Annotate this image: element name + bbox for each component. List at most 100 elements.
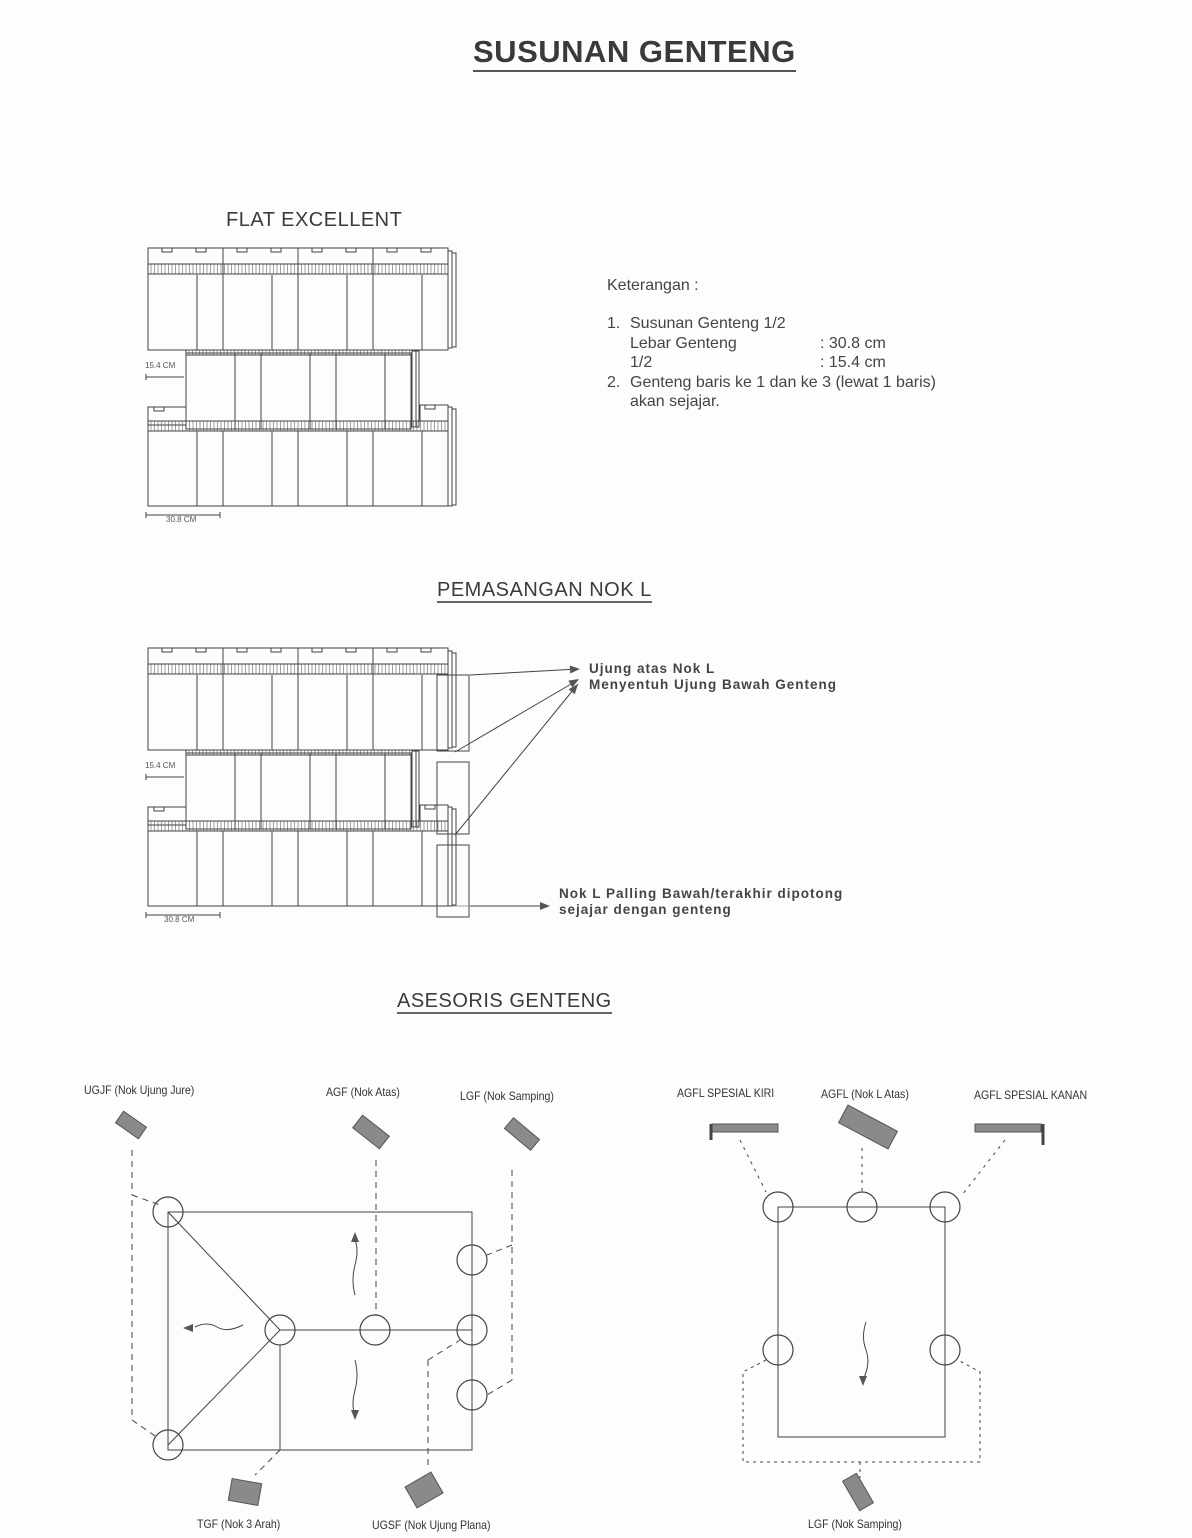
tile-notch [270, 647, 282, 653]
joint-circle [929, 1334, 961, 1366]
label-agfl-kanan: AGFL SPESIAL KANAN [974, 1088, 1088, 1102]
asesoris-heading: ASESORIS GENTENG [397, 990, 612, 1014]
tile-edge [447, 806, 453, 907]
tile-notch [424, 804, 436, 810]
tile-notch [311, 647, 323, 653]
label-agfl-atas: AGFL (Nok L Atas) [821, 1087, 909, 1101]
note-bottom-line1: Nok L Palling Bawah/terakhir dipotong [559, 886, 844, 901]
item-text: akan sejajar. [630, 393, 720, 410]
note-top: Ujung atas Nok L Menyentuh Ujung Bawah G… [589, 661, 837, 693]
arrow-head-icon [183, 1324, 193, 1332]
dashed-link [739, 1139, 767, 1193]
keterangan-heading: Keterangan : [607, 277, 699, 294]
tile [185, 352, 262, 430]
label-agf: AGF (Nok Atas) [326, 1085, 400, 1099]
tile [260, 752, 337, 830]
label-lgf-left: LGF (Nok Samping) [460, 1089, 554, 1103]
tile-notch [236, 247, 248, 253]
tile [372, 430, 449, 507]
tile [147, 830, 224, 907]
pointer-line [454, 683, 579, 836]
tile-edge [451, 652, 457, 748]
tile-edge [447, 250, 453, 349]
tile-edge [447, 406, 453, 507]
tile [222, 247, 299, 351]
joint-circle [359, 1314, 391, 1346]
arrow-head-icon [351, 1232, 359, 1242]
keterangan-item: Lebar Genteng : 30.8 cm [607, 334, 886, 354]
note-bottom-line2: sejajar dengan genteng [559, 902, 732, 917]
tile [147, 647, 224, 751]
tile-edge [415, 750, 420, 828]
roof-plan-left [167, 1211, 473, 1451]
dashed-link [254, 1449, 281, 1476]
nok-l-segment [436, 674, 470, 752]
keterangan-block: Keterangan : 1. Susunan Genteng 1/2 Lebar… [607, 276, 936, 412]
keterangan-item: 2.Genteng baris ke 1 dan ke 3 (lewat 1 b… [607, 373, 936, 393]
tile-edge [415, 350, 420, 428]
flow-arrow-down-right [862, 1321, 869, 1381]
tile-notch [153, 406, 165, 412]
item-text: 1/2 [630, 354, 653, 371]
dim-half-label: 15.4 CM [145, 761, 176, 770]
arrow-head-icon [569, 665, 580, 674]
tile-notch [195, 247, 207, 253]
pointer-line [469, 668, 579, 676]
flat-excellent-heading: FLAT EXCELLENT [226, 209, 403, 231]
agfl-atas-icon [837, 1104, 899, 1150]
tile-notch [161, 647, 173, 653]
arrow-head-icon [568, 679, 579, 688]
arrow-head-icon [540, 902, 550, 910]
tile [260, 352, 337, 430]
dashed-link [486, 1244, 513, 1256]
item-text: Lebar Genteng [630, 334, 737, 352]
tile-notch [311, 247, 323, 253]
lgf-right-tile-icon [841, 1472, 875, 1512]
item-value: : 30.8 cm [820, 334, 886, 352]
dashed-link [961, 1139, 1006, 1196]
arrow-head-icon [859, 1376, 867, 1386]
tile-notch [424, 404, 436, 410]
tile [297, 647, 374, 751]
tile-notch [153, 806, 165, 812]
dim-full-label: 30.8 CM [164, 915, 195, 924]
dashed-link [131, 1194, 161, 1206]
ugjf-tile-icon [114, 1110, 148, 1140]
tile-edge [451, 408, 457, 506]
tile [147, 806, 187, 826]
tile-edge [451, 808, 457, 906]
item-text: Genteng baris ke 1 dan ke 3 (lewat 1 bar… [630, 373, 936, 391]
tile-edge [447, 650, 453, 749]
tgf-tile-icon [227, 1477, 263, 1507]
nok-l-segment [436, 761, 470, 835]
dashed-link [427, 1339, 461, 1361]
item-number: 1. [607, 315, 621, 332]
keterangan-item: 1/2: 15.4 cm [607, 353, 886, 373]
flow-arrow-left [194, 1323, 244, 1331]
pointer-line [454, 679, 579, 753]
agf-tile-icon [351, 1114, 391, 1150]
tile [222, 430, 299, 507]
joint-circle [762, 1334, 794, 1366]
tile [147, 430, 224, 507]
hip-line [167, 1329, 281, 1446]
joint-circle [456, 1379, 488, 1411]
joint-circle [762, 1191, 794, 1223]
label-ugjf: UGJF (Nok Ujung Jure) [84, 1083, 195, 1097]
joint-circle [456, 1244, 488, 1276]
tile [297, 830, 374, 907]
tile [222, 830, 299, 907]
label-lgf-right: LGF (Nok Samping) [808, 1517, 902, 1531]
item-text: Susunan Genteng 1/2 [630, 315, 786, 332]
joint-circle [264, 1314, 296, 1346]
pemasangan-heading: PEMASANGAN NOK L [437, 579, 652, 603]
label-agfl-kiri: AGFL SPESIAL KIRI [677, 1086, 775, 1100]
dashed-link [131, 1419, 159, 1439]
tile-notch [161, 247, 173, 253]
tile-notch [345, 247, 357, 253]
dim-half-label: 15.4 CM [145, 361, 176, 370]
joint-circle [929, 1191, 961, 1223]
note-top-line1: Ujung atas Nok L [589, 661, 716, 676]
agfl-kanan-icon [974, 1123, 1042, 1133]
